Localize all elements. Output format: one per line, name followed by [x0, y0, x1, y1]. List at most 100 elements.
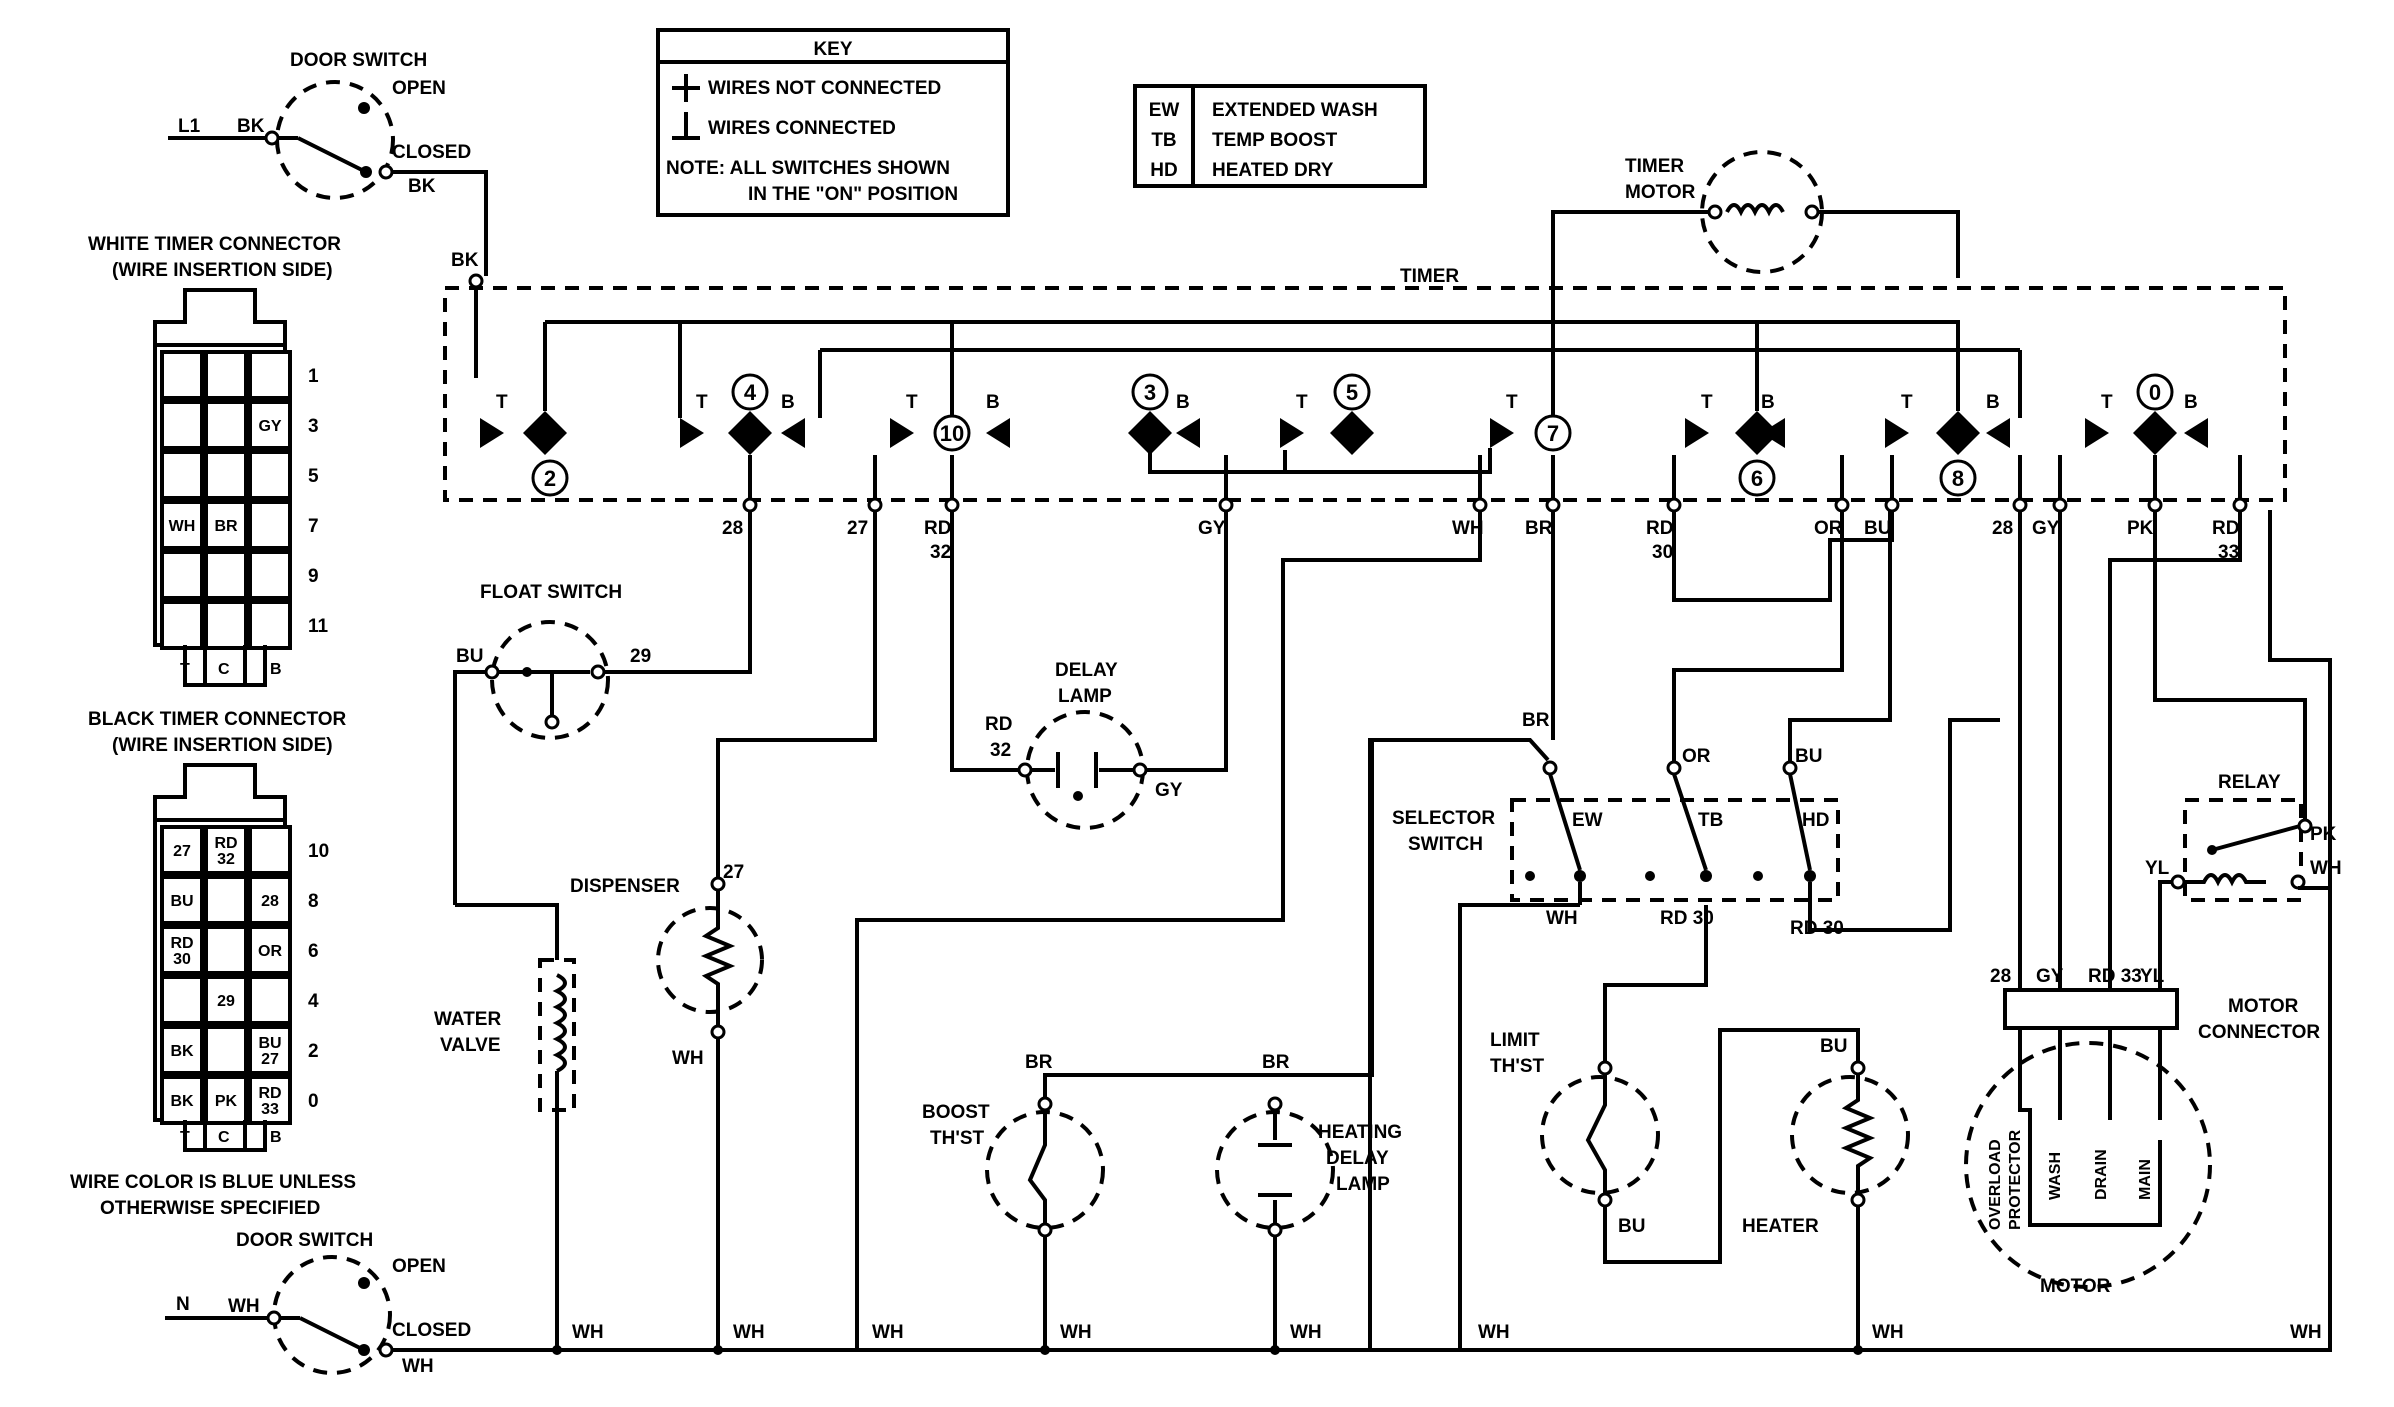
door-switch-top-title: DOOR SWITCH: [290, 50, 427, 71]
black-connector-title1: BLACK TIMER CONNECTOR: [88, 709, 347, 730]
black-connector-row-label: 0: [308, 1091, 319, 1112]
timer-contact-number: 3: [1144, 380, 1156, 405]
timer-contact-flag: [1176, 418, 1200, 448]
black-connector-cell: [160, 875, 204, 925]
timer-contact-flag: [986, 418, 1010, 448]
key-title: KEY: [813, 39, 852, 60]
white-connector-cell-label: GY: [258, 418, 281, 435]
white-bottom-c: C: [218, 661, 230, 678]
timer-wire-terminal: [742, 497, 758, 513]
motor-connector-rd33: RD 33: [2088, 966, 2142, 987]
timer-contact-letter: B: [781, 392, 795, 413]
black-connector-cell-label: BK: [170, 1043, 194, 1060]
timer-wire-label: RD: [1646, 518, 1673, 539]
timer-wire-label: BR: [1525, 518, 1553, 539]
dispenser-top: 27: [723, 862, 744, 883]
timer-contact-flag: [680, 418, 704, 448]
timer-contact-number: 6: [1751, 466, 1763, 491]
black-connector-cell: [204, 825, 248, 875]
delay-lamp: DELAY LAMP RD 32 GY: [950, 510, 1228, 830]
timer-contact-number: 7: [1547, 421, 1559, 446]
black-connector-cell-label: OR: [258, 943, 282, 960]
black-connector-cell: [204, 975, 248, 1025]
boost-top: BR: [1025, 1052, 1053, 1073]
white-timer-connector: WHITE TIMER CONNECTOR (WIRE INSERTION SI…: [88, 234, 341, 687]
door-switch-top-closed: CLOSED: [392, 142, 471, 163]
dispenser-title: DISPENSER: [570, 876, 680, 897]
selector-title2: SWITCH: [1408, 834, 1483, 855]
white-connector-cell: [248, 550, 292, 600]
timer-contact-letter: T: [696, 392, 708, 413]
timer-wire-terminal: [2232, 497, 2248, 513]
door-switch-bottom: DOOR SWITCH OPEN N WH CLOSED WH: [165, 870, 2332, 1377]
white-connector-cell: [204, 350, 248, 400]
timer-contact-letter: B: [1986, 392, 2000, 413]
black-bottom-b: B: [270, 1129, 282, 1146]
timer-wire-label: 28: [722, 518, 743, 539]
selector-title1: SELECTOR: [1392, 808, 1495, 829]
black-connector-cell: [160, 1025, 204, 1075]
timer-contact-number-ring: [531, 459, 569, 497]
key-note-line2: IN THE "ON" POSITION: [748, 184, 958, 205]
abbrev-code-tb: TB: [1151, 130, 1176, 151]
timer-motor: TIMER MOTOR: [1551, 150, 1960, 278]
timer-contact-diamond: [1735, 411, 1779, 455]
water-valve-label1: WATER: [434, 1009, 501, 1030]
white-connector-cell: [160, 350, 204, 400]
black-connector-cell-label: 33: [261, 1101, 279, 1118]
overload-label1: OVERLOAD: [1987, 1139, 2004, 1230]
white-connector-cell: [160, 500, 204, 550]
delay-lamp-right: GY: [1155, 780, 1183, 801]
bottom-wh-label: WH: [572, 1322, 604, 1343]
timer-contact-flag: [1490, 418, 1514, 448]
timer-contact-letter: B: [1176, 392, 1190, 413]
timer-wire-terminal: [1218, 497, 1234, 513]
timer-wire-terminal: [944, 497, 960, 513]
white-connector-cell: [248, 400, 292, 450]
abbrev-code-ew: EW: [1149, 100, 1180, 121]
winding-drain: DRAIN: [2093, 1149, 2110, 1200]
black-connector-row-label: 8: [308, 891, 319, 912]
water-valve: WATER VALVE: [434, 903, 576, 1355]
bottom-wh-label: WH: [872, 1322, 904, 1343]
timer-contact-flag: [1280, 418, 1304, 448]
line-n-label: N: [176, 1294, 190, 1315]
timer-contact-number: 0: [2149, 380, 2161, 405]
timer-contact-letter: T: [2101, 392, 2113, 413]
black-connector-cell-label: BK: [170, 1093, 194, 1110]
black-connector-cell: [160, 975, 204, 1025]
white-connector-cell: [248, 350, 292, 400]
connected-symbol: [672, 112, 700, 140]
timer-contact-number: 5: [1346, 380, 1358, 405]
white-bottom-b: B: [270, 661, 282, 678]
black-connector-cell: [160, 925, 204, 975]
black-connector-row-label: 6: [308, 941, 319, 962]
bottom-wh-label: WH: [733, 1322, 765, 1343]
black-timer-connector: BLACK TIMER CONNECTOR (WIRE INSERTION SI…: [88, 709, 347, 1152]
timer-wire-label: WH: [1452, 518, 1484, 539]
selector-top-or: OR: [1682, 746, 1711, 767]
motor: MOTOR OVERLOAD PROTECTOR WASH DRAIN MAIN: [1964, 1028, 2212, 1297]
selector-ew: EW: [1572, 810, 1603, 831]
black-connector-cell: [248, 925, 292, 975]
black-connector-cell-label: BU: [258, 1035, 281, 1052]
timer-contact-number-ring: [1939, 459, 1977, 497]
abbrev-code-hd: HD: [1150, 160, 1177, 181]
timer-wire-terminal: [2012, 497, 2028, 513]
white-connector-row-label: 11: [308, 616, 329, 637]
timer-internal-link: [1148, 433, 1492, 474]
white-connector-title1: WHITE TIMER CONNECTOR: [88, 234, 341, 255]
white-connector-cell: [204, 400, 248, 450]
black-connector-cell: [204, 875, 248, 925]
timer-contact-flag: [1685, 418, 1709, 448]
white-connector-cell: [248, 500, 292, 550]
timer-wire-terminal: [1666, 497, 1682, 513]
motor-connector-28: 28: [1990, 966, 2011, 987]
black-connector-cell-label: RD: [214, 835, 237, 852]
timer-wire-label: PK: [2127, 518, 2154, 539]
timer-contact-flag: [1986, 418, 2010, 448]
float-switch-title: FLOAT SWITCH: [480, 582, 622, 603]
